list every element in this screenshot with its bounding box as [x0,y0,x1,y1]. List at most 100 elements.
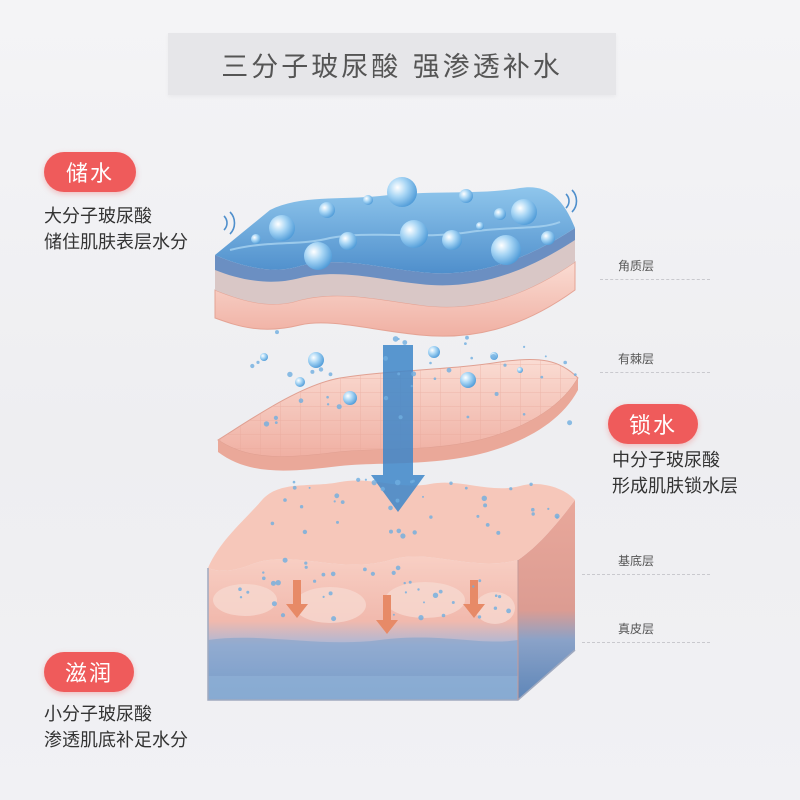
water-dot [300,505,303,508]
water-dot [331,572,336,577]
water-dot [509,487,512,490]
water-dot [540,376,543,379]
water-dot [356,478,360,482]
water-dot [523,413,526,416]
water-dot [250,364,254,368]
water-dot [411,371,416,376]
water-dot [336,521,339,524]
water-dot [449,482,452,485]
water-dot [470,357,473,360]
water-dot [283,558,288,563]
water-dot [287,372,292,377]
water-dot [271,522,275,526]
water-dot [240,596,242,598]
badge-label: 锁水 [629,408,677,440]
water-dot [467,416,470,419]
water-dot [388,506,393,511]
water-dot [313,580,316,583]
water-dot [422,496,424,498]
water-dot [413,530,417,534]
water-dot [389,530,393,534]
water-dot [523,346,525,348]
water-dot [323,596,325,598]
water-dot [405,591,407,593]
water-dot [498,595,501,598]
water-dot [271,581,276,586]
water-dot [246,591,249,594]
water-dot [402,340,407,345]
water-dot [383,356,388,361]
layer-divider [600,279,710,280]
water-dot [486,523,490,527]
water-dot [465,336,469,340]
store-water-description: 大分子玻尿酸 储住肌肤表层水分 [44,204,188,256]
basal-dermis-block [208,480,575,700]
water-dot [503,364,506,367]
water-dot [326,396,329,399]
water-dot [393,614,395,616]
page-title: 三分子玻尿酸 强渗透补水 [221,45,563,84]
water-dot [464,342,467,345]
water-dot [397,372,400,375]
water-dot [531,508,535,512]
water-dot [262,571,264,573]
description-line: 储住肌肤表层水分 [44,230,188,256]
layer-divider [582,642,710,643]
water-dot [299,398,304,403]
water-dot [478,615,481,618]
water-dot [276,580,281,585]
badge-store-water: 储水 [44,152,136,192]
water-dot [393,336,399,342]
water-dot [327,403,329,405]
water-dot [496,531,500,535]
water-dot [495,594,498,597]
lock-water-description: 中分子玻尿酸 形成肌肤锁水层 [612,448,738,500]
layer-label-spinosum: 有棘层 [618,350,654,367]
water-dot [256,361,259,364]
water-dot [494,607,497,610]
water-dot [365,479,367,481]
water-dot [418,615,423,620]
water-dot [439,590,443,594]
layer-label-basal: 基底层 [618,552,654,569]
water-dot [433,593,438,598]
badge-moisturize: 滋润 [44,652,134,692]
water-dot [395,480,401,486]
description-line: 大分子玻尿酸 [44,204,188,230]
water-dot [452,601,455,604]
water-dot [476,515,479,518]
water-dot [275,421,278,424]
water-dot [506,609,511,614]
water-dot [409,581,412,584]
water-dot [272,601,277,606]
water-dot [329,372,333,376]
water-dot [303,530,307,534]
layer-label-dermis: 真皮层 [618,620,654,637]
water-dot [556,516,559,519]
water-dot [447,368,452,373]
water-dot [396,566,401,571]
water-dot [264,421,269,426]
water-dot [399,415,403,419]
title-banner: 三分子玻尿酸 强渗透补水 [168,33,616,95]
water-dot [371,572,375,576]
water-dot [305,566,308,569]
water-dot [491,354,496,359]
water-dot [478,579,481,582]
water-dot [429,515,432,518]
water-dot [434,377,437,380]
water-dot [337,404,342,409]
water-dot [341,500,345,504]
water-dot [281,613,285,617]
layer-label-corneum: 角质层 [618,257,654,274]
water-dot [411,385,413,387]
water-dot [429,362,432,365]
water-dot [396,499,400,503]
water-dot [329,591,333,595]
water-dot [304,562,307,565]
water-dot [293,486,297,490]
water-dot [404,582,406,584]
water-dot [442,614,446,618]
water-dot [331,616,336,621]
water-dot [283,498,287,502]
